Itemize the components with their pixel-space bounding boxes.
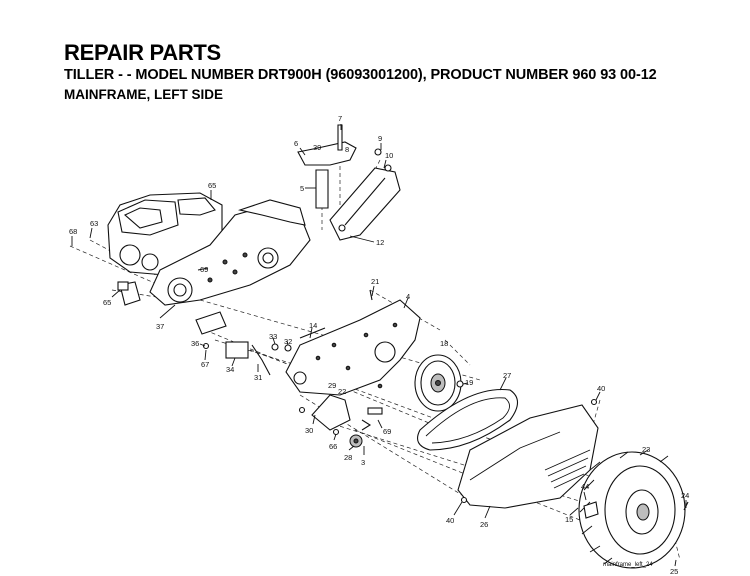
callout-28: 28 (344, 453, 352, 462)
depth-bar-assembly (297, 124, 401, 241)
callout-26: 26 (480, 520, 488, 529)
callout-23: 23 (642, 445, 650, 454)
callout-40-bottom: 40 (446, 516, 454, 525)
section-title: MAINFRAME, LEFT SIDE (64, 87, 223, 102)
callout-19: 19 (465, 378, 473, 387)
callout-65-top: 65 (208, 181, 216, 190)
callout-65-bottom: 65 (103, 298, 111, 307)
callout-63: 63 (90, 219, 98, 228)
callout-68: 68 (69, 227, 77, 236)
callout-15: 15 (565, 515, 573, 524)
side-plate (285, 299, 421, 396)
callout-5: 5 (300, 184, 304, 193)
callout-66: 66 (329, 442, 337, 451)
callouts: 7 9 6 39 8 10 5 12 65 68 63 69 21 4 14 3… (69, 114, 689, 576)
diagram-file-name: mainframe_left_24 (603, 562, 653, 568)
callout-9: 9 (378, 134, 382, 143)
callout-30: 30 (305, 426, 313, 435)
callout-32: 32 (284, 337, 292, 346)
callout-8: 8 (345, 145, 349, 154)
callout-33: 33 (269, 332, 277, 341)
callout-7: 7 (338, 114, 342, 123)
callout-37: 37 (156, 322, 164, 331)
callout-67: 67 (201, 360, 209, 369)
callout-36: 36 (191, 339, 199, 348)
callout-29: 29 (328, 381, 336, 390)
callout-40-top: 40 (597, 384, 605, 393)
callout-10: 10 (385, 151, 393, 160)
belt-cover (457, 404, 599, 509)
callout-44: 44 (581, 482, 589, 491)
callout-6: 6 (294, 139, 298, 148)
callout-14: 14 (309, 321, 317, 330)
callout-69-top: 69 (200, 265, 208, 274)
callout-18: 18 (440, 339, 448, 348)
callout-39: 39 (313, 143, 321, 152)
mainframe (149, 199, 311, 306)
page-subtitle: TILLER - - MODEL NUMBER DRT900H (9609300… (64, 67, 657, 83)
callout-34: 34 (226, 365, 234, 374)
callout-24: 24 (681, 491, 689, 500)
callout-22: 22 (338, 387, 346, 396)
callout-69-mid: 69 (383, 427, 391, 436)
page-title: REPAIR PARTS (64, 40, 221, 65)
callout-4: 4 (406, 292, 410, 301)
callout-25: 25 (670, 567, 678, 576)
wheel-tire (578, 449, 689, 569)
callout-12: 12 (376, 238, 384, 247)
drive-belt (417, 388, 519, 451)
idler-assembly (298, 394, 383, 448)
pulley (414, 354, 462, 412)
callout-27: 27 (503, 371, 511, 380)
callout-31: 31 (254, 373, 262, 382)
callout-21: 21 (371, 277, 379, 286)
callout-3: 3 (361, 458, 365, 467)
